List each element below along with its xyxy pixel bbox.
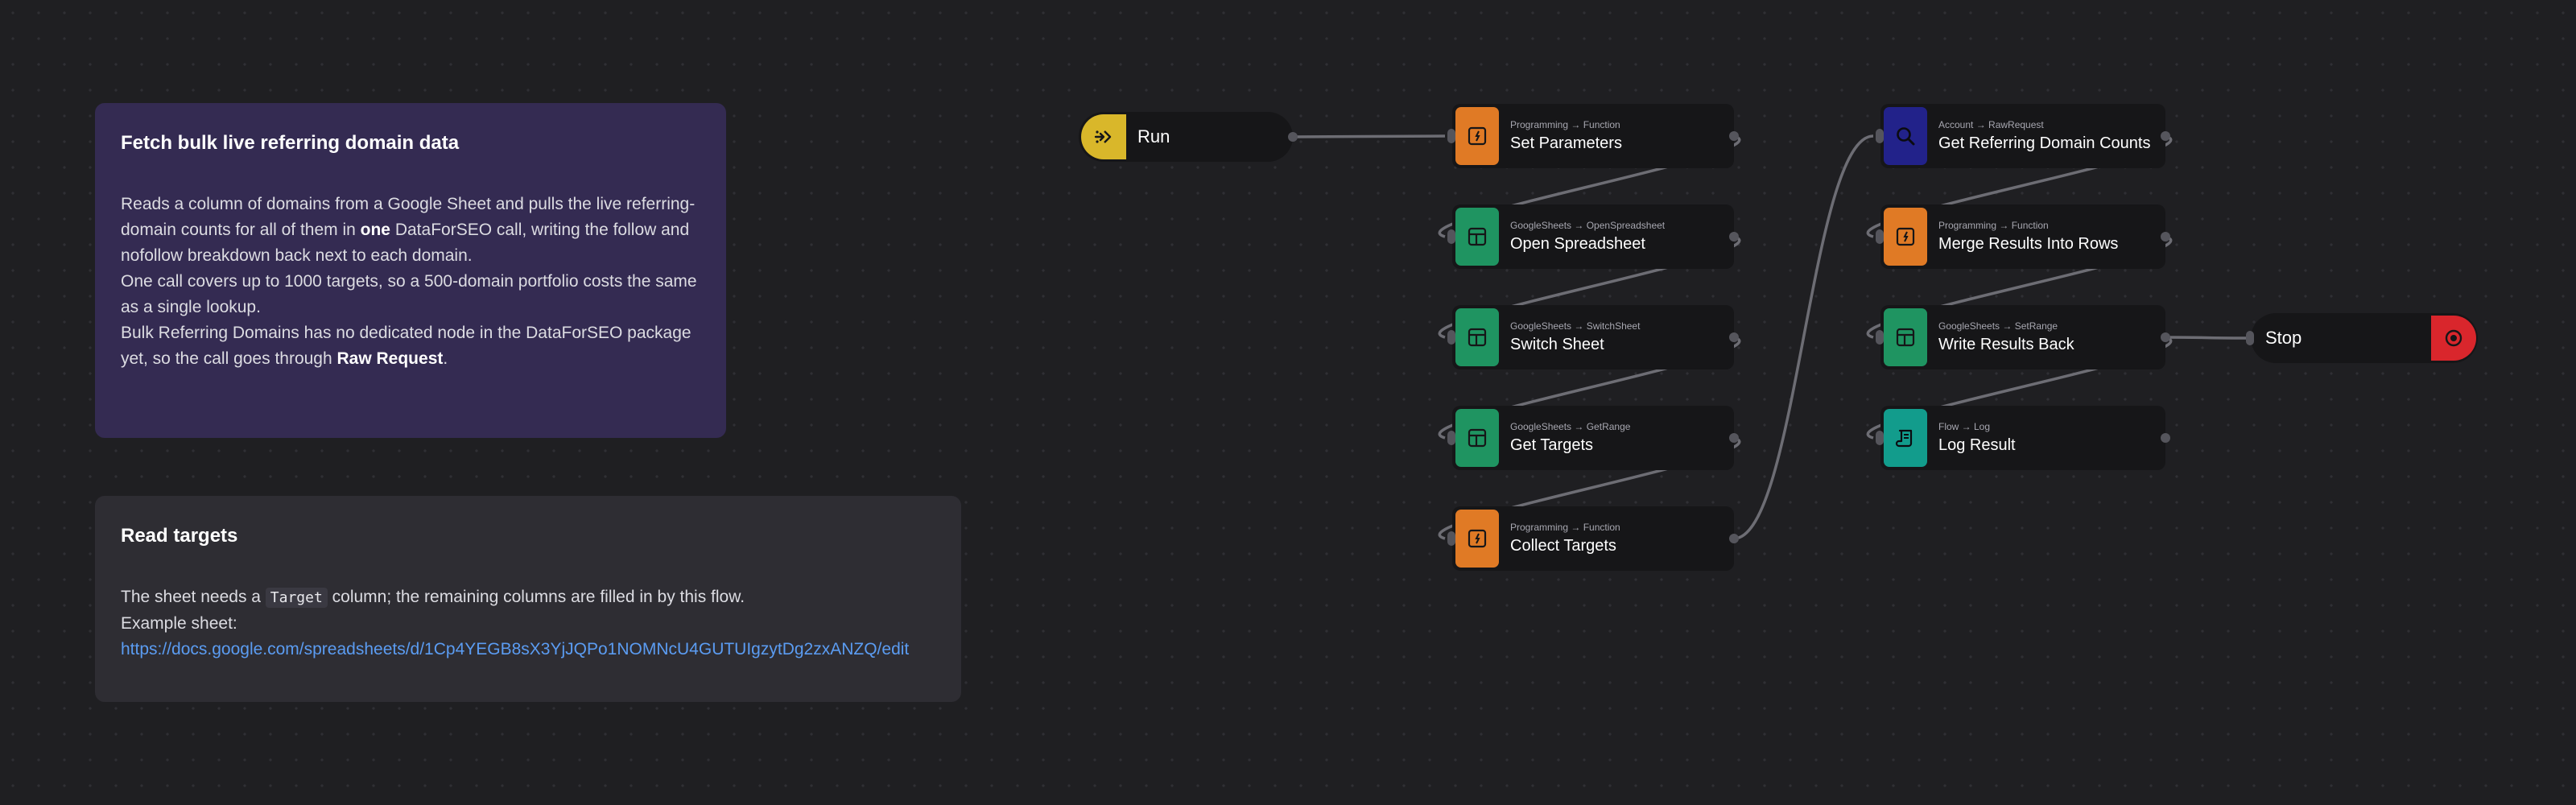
- node-log-result[interactable]: Flow → Log Log Result: [1876, 406, 2170, 470]
- input-port[interactable]: [2246, 331, 2254, 345]
- node-title: Switch Sheet: [1510, 336, 1604, 353]
- input-port[interactable]: [1447, 229, 1455, 244]
- node-get-targets[interactable]: GoogleSheets → GetRange Get Targets: [1447, 406, 1739, 470]
- input-port[interactable]: [1447, 129, 1455, 143]
- node-subtitle: GoogleSheets → SetRange: [1938, 320, 2058, 332]
- node-subtitle: GoogleSheets → GetRange: [1510, 421, 1631, 432]
- node-title: Run: [1137, 126, 1170, 147]
- note-title: Fetch bulk live referring domain data: [121, 132, 460, 154]
- node-stop[interactable]: Stop: [2246, 313, 2478, 363]
- note-text: column; the remaining columns are filled…: [327, 588, 745, 606]
- note-paragraph-2: One call covers up to 1000 targets, so a…: [121, 272, 697, 316]
- sheet-icon: [1455, 208, 1499, 266]
- note-emphasis: Raw Request: [336, 349, 444, 368]
- node-title: Stop: [2265, 328, 2302, 348]
- search-icon: [1884, 107, 1927, 165]
- node-merge-results-into-rows[interactable]: Programming → Function Merge Results Int…: [1876, 204, 2170, 269]
- function-icon: [1884, 208, 1927, 266]
- wire-collect_targets-to-get_referring[interactable]: [1733, 134, 1874, 540]
- node-collect-targets[interactable]: Programming → Function Collect Targets: [1447, 506, 1739, 571]
- node-title: Write Results Back: [1938, 336, 2074, 353]
- note-text: DataForSEO call, writing the follow and …: [121, 221, 690, 265]
- node-write-results-back[interactable]: GoogleSheets → SetRange Write Results Ba…: [1876, 305, 2170, 369]
- output-port[interactable]: [1729, 332, 1739, 342]
- node-open-spreadsheet[interactable]: GoogleSheets → OpenSpreadsheet Open Spre…: [1447, 204, 1739, 269]
- node-title: Collect Targets: [1510, 537, 1616, 555]
- sheet-icon: [1455, 409, 1499, 467]
- output-port[interactable]: [1288, 132, 1298, 142]
- scroll-icon: [1884, 409, 1927, 467]
- node-subtitle: Programming → Function: [1510, 119, 1620, 130]
- note-paragraph-3: Bulk Referring Domains has no dedicated …: [121, 320, 700, 372]
- note-text: .: [443, 349, 448, 368]
- output-port[interactable]: [1729, 131, 1739, 141]
- output-port[interactable]: [1729, 433, 1739, 443]
- note-line-1: The sheet needs a Target column; the rem…: [121, 584, 935, 611]
- wire-run-to-set_parameters[interactable]: [1292, 134, 1446, 138]
- note-line-2: Example sheet:: [121, 614, 237, 633]
- node-title: Get Referring Domain Counts: [1938, 134, 2151, 152]
- output-port[interactable]: [2161, 131, 2170, 141]
- input-port[interactable]: [1876, 129, 1884, 143]
- node-set-parameters[interactable]: Programming → Function Set Parameters: [1447, 104, 1739, 168]
- node-subtitle: GoogleSheets → OpenSpreadsheet: [1510, 220, 1666, 231]
- output-port[interactable]: [2161, 232, 2170, 242]
- node-subtitle: Account → RawRequest: [1938, 119, 2044, 130]
- node-get-referring-domain-counts[interactable]: Account → RawRequest Get Referring Domai…: [1876, 104, 2170, 168]
- note-paragraph-1: Reads a column of domains from a Google …: [121, 192, 700, 269]
- sheet-icon: [1455, 308, 1499, 366]
- example-sheet-link[interactable]: https://docs.google.com/spreadsheets/d/1…: [121, 640, 910, 658]
- node-subtitle: Programming → Function: [1938, 220, 2049, 231]
- note-read-targets[interactable]: Read targets The sheet needs a Target co…: [95, 496, 961, 702]
- output-port[interactable]: [1729, 534, 1739, 543]
- input-port[interactable]: [1447, 431, 1455, 445]
- node-subtitle: Flow → Log: [1938, 421, 1991, 432]
- note-code: Target: [265, 588, 328, 608]
- function-icon: [1455, 107, 1499, 165]
- node-title: Get Targets: [1510, 436, 1594, 454]
- output-port[interactable]: [2161, 332, 2170, 342]
- input-port[interactable]: [1447, 531, 1455, 546]
- note-text: The sheet needs a: [121, 588, 266, 606]
- function-icon: [1455, 510, 1499, 568]
- note-text: Reads a column of domains from a Google …: [121, 195, 696, 239]
- input-port[interactable]: [1876, 431, 1884, 445]
- wire-write_results-to-stop[interactable]: [2165, 336, 2247, 340]
- node-subtitle: Programming → Function: [1510, 522, 1620, 533]
- note-title: Read targets: [121, 525, 238, 547]
- node-title: Set Parameters: [1510, 134, 1622, 152]
- node-subtitle: GoogleSheets → SwitchSheet: [1510, 320, 1641, 332]
- input-port[interactable]: [1876, 229, 1884, 244]
- stop-target-icon: [2431, 316, 2476, 361]
- node-switch-sheet[interactable]: GoogleSheets → SwitchSheet Switch Sheet: [1447, 305, 1739, 369]
- note-fetch-bulk-referring-domains[interactable]: Fetch bulk live referring domain data Re…: [95, 103, 726, 438]
- node-title: Log Result: [1938, 436, 2016, 454]
- input-port[interactable]: [1447, 330, 1455, 345]
- play-arrow-icon: [1081, 114, 1126, 159]
- note-emphasis: one: [360, 221, 390, 239]
- node-run[interactable]: Run: [1079, 112, 1298, 162]
- node-title: Merge Results Into Rows: [1938, 235, 2119, 253]
- sheet-icon: [1884, 308, 1927, 366]
- node-title: Open Spreadsheet: [1510, 235, 1645, 253]
- note-text: Bulk Referring Domains has no dedicated …: [121, 324, 691, 368]
- output-port[interactable]: [1729, 232, 1739, 242]
- input-port[interactable]: [1876, 330, 1884, 345]
- output-port[interactable]: [2161, 433, 2170, 443]
